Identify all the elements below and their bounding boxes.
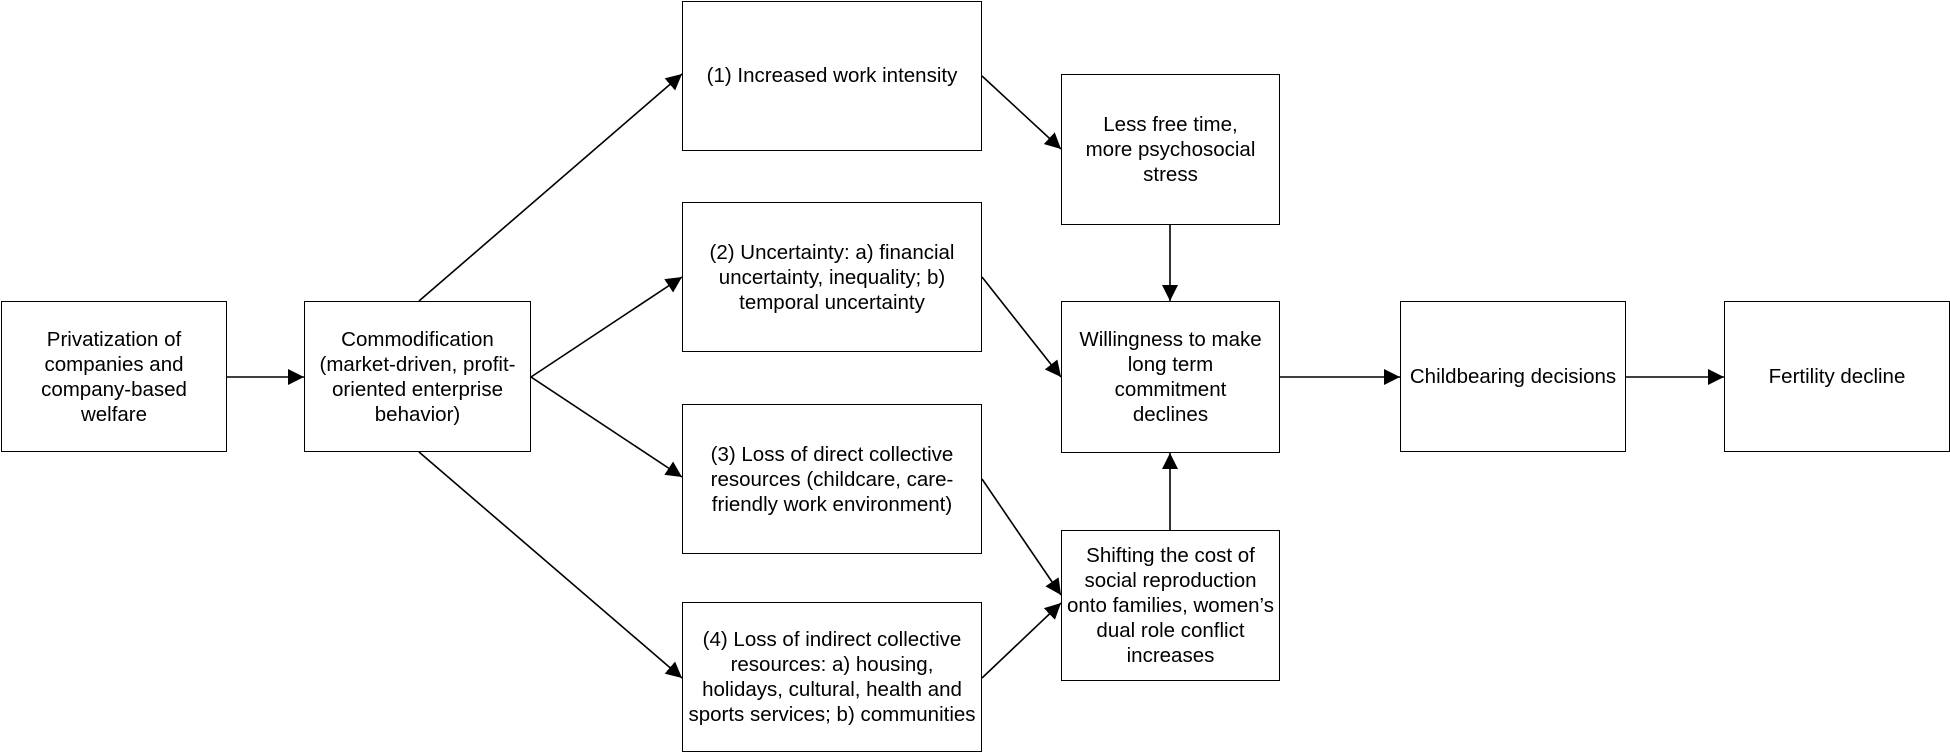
node-direct-resources-line-2: resources (childcare, care- — [710, 467, 954, 491]
node-commodification-text: Commodification (market-driven, profit- … — [320, 327, 516, 427]
node-direct-resources: (3) Loss of direct collective resources … — [682, 404, 982, 554]
node-indirect-resources: (4) Loss of indirect collective resource… — [682, 602, 982, 752]
node-uncertainty-line-2: uncertainty, inequality; b) — [718, 265, 946, 289]
node-fertility-line-1: Fertility decline — [1768, 365, 1906, 388]
node-shifting-cost-text: Shifting the cost of social reproduction… — [1067, 543, 1274, 668]
node-work-intensity-text: (1) Increased work intensity — [707, 63, 958, 88]
node-fertility: Fertility decline — [1724, 301, 1950, 452]
node-privatization-line-1: Privatization of — [46, 327, 182, 351]
node-childbearing: Childbearing decisions — [1400, 301, 1626, 452]
node-willingness-line-3: commitment — [1114, 378, 1227, 401]
node-fertility-text: Fertility decline — [1769, 364, 1906, 389]
node-shifting-cost-line-4: dual role conflict — [1096, 619, 1245, 642]
node-direct-resources-line-3: friendly work environment) — [711, 492, 953, 516]
arrow-uncertainty-to-willingness — [981, 276, 1062, 378]
node-privatization-line-3: company-based — [41, 377, 187, 401]
node-uncertainty: (2) Uncertainty: a) financial uncertaint… — [682, 202, 982, 352]
node-privatization-line-2: companies and — [44, 352, 184, 376]
node-uncertainty-text: (2) Uncertainty: a) financial uncertaint… — [710, 240, 955, 315]
node-shifting-cost-line-5: increases — [1126, 644, 1215, 667]
node-work-intensity: (1) Increased work intensity — [682, 1, 982, 151]
node-indirect-resources-line-1: (4) Loss of indirect collective — [702, 628, 962, 651]
node-commodification-line-1: Commodification — [341, 327, 494, 351]
arrow-commodification-to-uncertainty — [530, 276, 683, 378]
node-childbearing-text: Childbearing decisions — [1410, 364, 1616, 389]
node-commodification-line-4: behavior) — [374, 402, 461, 426]
arrow-commodification-to-work-intensity — [418, 73, 683, 302]
node-willingness-text: Willingness to make long term commitment… — [1079, 327, 1261, 427]
node-shifting-cost-line-2: social reproduction — [1084, 569, 1257, 592]
arrow-indirect-resources-to-shifting-cost — [981, 602, 1062, 679]
node-indirect-resources-line-4: sports services; b) communities — [688, 703, 976, 726]
node-childbearing-line-1: Childbearing decisions — [1409, 365, 1617, 388]
arrow-direct-resources-to-shifting-cost — [981, 478, 1062, 596]
node-willingness-line-2: long term — [1127, 353, 1214, 376]
node-uncertainty-line-3: temporal uncertainty — [739, 290, 925, 314]
node-willingness: Willingness to make long term commitment… — [1061, 301, 1280, 453]
node-shifting-cost-line-1: Shifting the cost of — [1086, 544, 1255, 567]
node-free-time-line-1: Less free time, — [1103, 113, 1238, 136]
node-free-time-line-3: stress — [1143, 163, 1198, 186]
node-direct-resources-line-1: (3) Loss of direct collective — [710, 442, 954, 466]
node-direct-resources-text: (3) Loss of direct collective resources … — [711, 442, 954, 517]
arrow-commodification-to-direct-resources — [530, 376, 683, 478]
arrow-work-intensity-to-free-time — [981, 75, 1062, 150]
node-willingness-line-1: Willingness to make — [1079, 328, 1262, 351]
node-free-time: Less free time, more psychosocial stress — [1061, 74, 1280, 225]
node-shifting-cost: Shifting the cost of social reproduction… — [1061, 530, 1280, 681]
node-commodification-line-3: oriented enterprise — [332, 377, 503, 401]
node-willingness-line-4: declines — [1132, 403, 1209, 426]
node-work-intensity-line-1: (1) Increased work intensity — [706, 64, 958, 87]
node-indirect-resources-line-2: resources: a) housing, — [730, 653, 934, 676]
node-uncertainty-line-1: (2) Uncertainty: a) financial — [709, 240, 955, 264]
arrow-commodification-to-indirect-resources — [418, 451, 683, 679]
node-free-time-text: Less free time, more psychosocial stress — [1086, 112, 1256, 187]
node-privatization: Privatization of companies and company-b… — [1, 301, 227, 452]
node-indirect-resources-text: (4) Loss of indirect collective resource… — [688, 627, 975, 727]
node-commodification-line-2: (market-driven, profit- — [319, 352, 516, 376]
node-commodification: Commodification (market-driven, profit- … — [304, 301, 531, 452]
node-privatization-text: Privatization of companies and company-b… — [41, 327, 187, 427]
node-indirect-resources-line-3: holidays, cultural, health and — [702, 678, 962, 701]
node-free-time-line-2: more psychosocial — [1085, 138, 1256, 161]
node-shifting-cost-line-3: onto families, women’s — [1067, 594, 1274, 617]
node-privatization-line-4: welfare — [80, 402, 148, 426]
